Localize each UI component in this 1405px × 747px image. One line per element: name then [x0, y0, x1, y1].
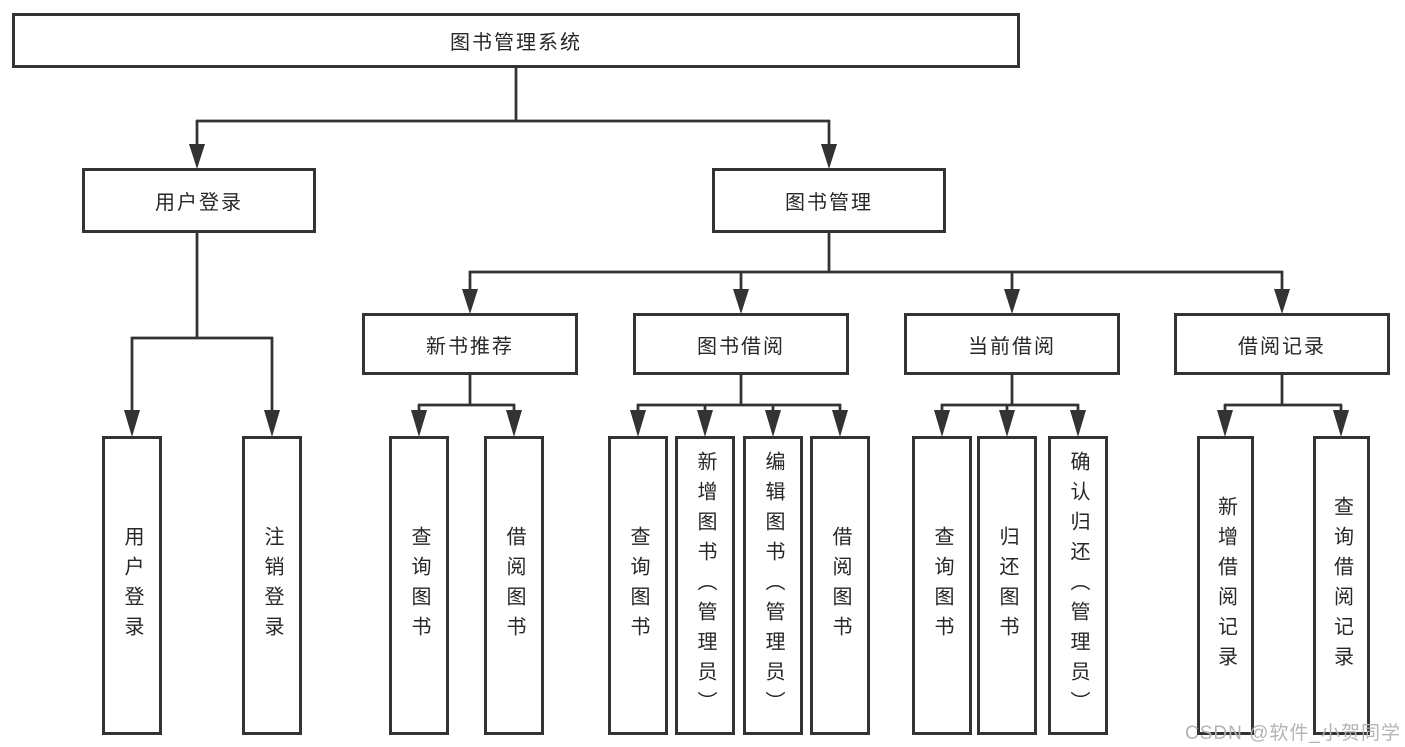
leaf-cb-query-books-label: 查询图书 — [931, 525, 953, 646]
arrowhead — [832, 410, 848, 437]
leaf-cb-confirm-return-admin-label: 确认归还（管理员） — [1067, 450, 1089, 721]
leaf-cb-confirm-return-admin: 确认归还（管理员） — [1048, 436, 1108, 735]
arrowhead — [411, 410, 427, 437]
book-borrow-node: 图书借阅 — [633, 313, 849, 375]
leaf-user-login: 用户登录 — [102, 436, 162, 735]
leaf-nbr-borrow-books-label: 借阅图书 — [503, 525, 525, 646]
root-node-label: 图书管理系统 — [450, 32, 582, 54]
book-mgmt-node: 图书管理 — [712, 168, 946, 233]
connector-borrow-records-children — [1223, 375, 1343, 412]
new-book-rec-node-label: 新书推荐 — [426, 335, 514, 358]
connector-book-mgmt-children — [468, 233, 1284, 291]
connector-book-borrow-children — [636, 375, 842, 412]
leaf-user-login-label: 用户登录 — [121, 525, 143, 646]
arrowhead — [1274, 289, 1290, 314]
current-borrow-node: 当前借阅 — [904, 313, 1120, 375]
arrowhead — [697, 410, 713, 437]
arrowhead — [1217, 410, 1233, 437]
leaf-nbr-borrow-books: 借阅图书 — [484, 436, 544, 735]
arrowhead — [506, 410, 522, 437]
arrowhead — [1070, 410, 1086, 437]
leaf-rec-add-record-label: 新增借阅记录 — [1214, 495, 1237, 676]
leaf-rec-query-record: 查询借阅记录 — [1313, 436, 1370, 735]
new-book-rec-node: 新书推荐 — [362, 313, 578, 375]
leaf-logout-label: 注销登录 — [261, 525, 283, 646]
arrowhead — [264, 410, 280, 437]
arrowhead — [1004, 289, 1020, 314]
leaf-bb-query-books-label: 查询图书 — [627, 525, 649, 646]
arrowhead — [999, 410, 1015, 437]
connector-new-book-rec-children — [417, 375, 516, 412]
book-mgmt-node-label: 图书管理 — [785, 192, 873, 214]
leaf-cb-query-books: 查询图书 — [912, 436, 972, 735]
leaf-logout: 注销登录 — [242, 436, 302, 735]
current-borrow-node-label: 当前借阅 — [968, 335, 1056, 358]
user-login-node-label: 用户登录 — [155, 192, 243, 214]
leaf-rec-add-record: 新增借阅记录 — [1197, 436, 1254, 735]
csdn-watermark: CSDN @软件_小贺同学 — [1185, 723, 1401, 744]
arrowhead — [765, 410, 781, 437]
arrowhead — [1333, 410, 1349, 437]
borrow-records-node: 借阅记录 — [1174, 313, 1390, 375]
leaf-rec-query-record-label: 查询借阅记录 — [1330, 495, 1353, 676]
leaf-bb-edit-books-admin-label: 编辑图书（管理员） — [762, 450, 784, 721]
leaf-cb-return-books-label: 归还图书 — [996, 525, 1018, 646]
connector-current-borrow-children — [940, 375, 1080, 412]
leaf-bb-borrow-books-label: 借阅图书 — [829, 525, 851, 646]
arrowhead — [630, 410, 646, 437]
leaf-bb-edit-books-admin: 编辑图书（管理员） — [743, 436, 803, 735]
user-login-node: 用户登录 — [82, 168, 316, 233]
borrow-records-node-label: 借阅记录 — [1238, 335, 1326, 358]
leaf-cb-return-books: 归还图书 — [977, 436, 1037, 735]
root-node: 图书管理系统 — [12, 13, 1020, 68]
leaf-nbr-query-books: 查询图书 — [389, 436, 449, 735]
leaf-nbr-query-books-label: 查询图书 — [408, 525, 430, 646]
connector-user-login-children — [130, 233, 274, 412]
leaf-bb-add-books-admin: 新增图书（管理员） — [675, 436, 735, 735]
arrowhead — [733, 289, 749, 314]
book-borrow-node-label: 图书借阅 — [697, 335, 785, 358]
arrowhead — [462, 289, 478, 314]
arrowhead — [821, 144, 837, 169]
arrowhead — [934, 410, 950, 437]
arrowhead — [124, 410, 140, 437]
connector-root-to-level2 — [195, 68, 831, 146]
leaf-bb-query-books: 查询图书 — [608, 436, 668, 735]
leaf-bb-borrow-books: 借阅图书 — [810, 436, 870, 735]
arrowhead — [189, 144, 205, 169]
leaf-bb-add-books-admin-label: 新增图书（管理员） — [694, 450, 716, 721]
